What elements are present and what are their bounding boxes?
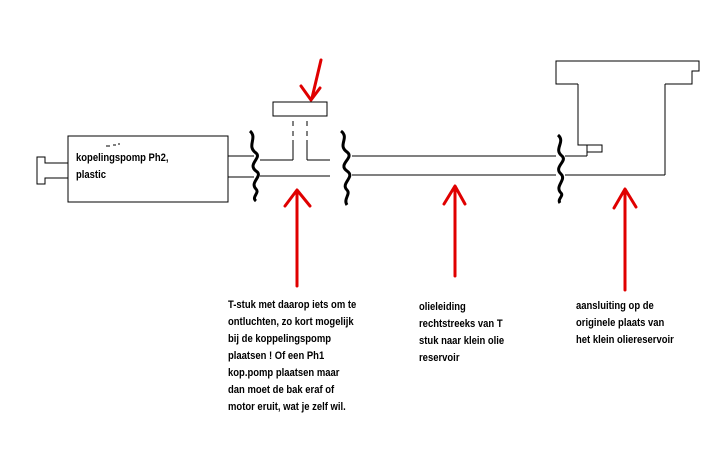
break-1 — [248, 129, 260, 203]
pump-plunger — [36, 156, 68, 185]
reservoir-cap — [555, 60, 700, 85]
tpiece-arrow — [283, 188, 312, 288]
bleeder-arrow — [299, 58, 323, 102]
reservoir-inner-wall — [577, 84, 588, 156]
pump-label-scribble — [106, 143, 120, 147]
oil-line-arrow — [442, 184, 467, 278]
bleeder-box — [272, 101, 328, 117]
oil-line-note: olieleiding rechtstreeks van T stuk naar… — [419, 301, 505, 364]
reservoir-note: aansluiting op de originele plaats van h… — [576, 300, 674, 346]
break-3 — [556, 133, 565, 204]
reservoir-stub — [587, 144, 603, 153]
tpiece-note: T-stuk met daarop iets om te ontluchten,… — [228, 299, 357, 413]
pump-body — [67, 135, 229, 203]
pump-label: kopelingspomp Ph2, plastic — [76, 152, 169, 181]
break-2 — [339, 129, 352, 206]
reservoir-arrow — [612, 187, 638, 292]
